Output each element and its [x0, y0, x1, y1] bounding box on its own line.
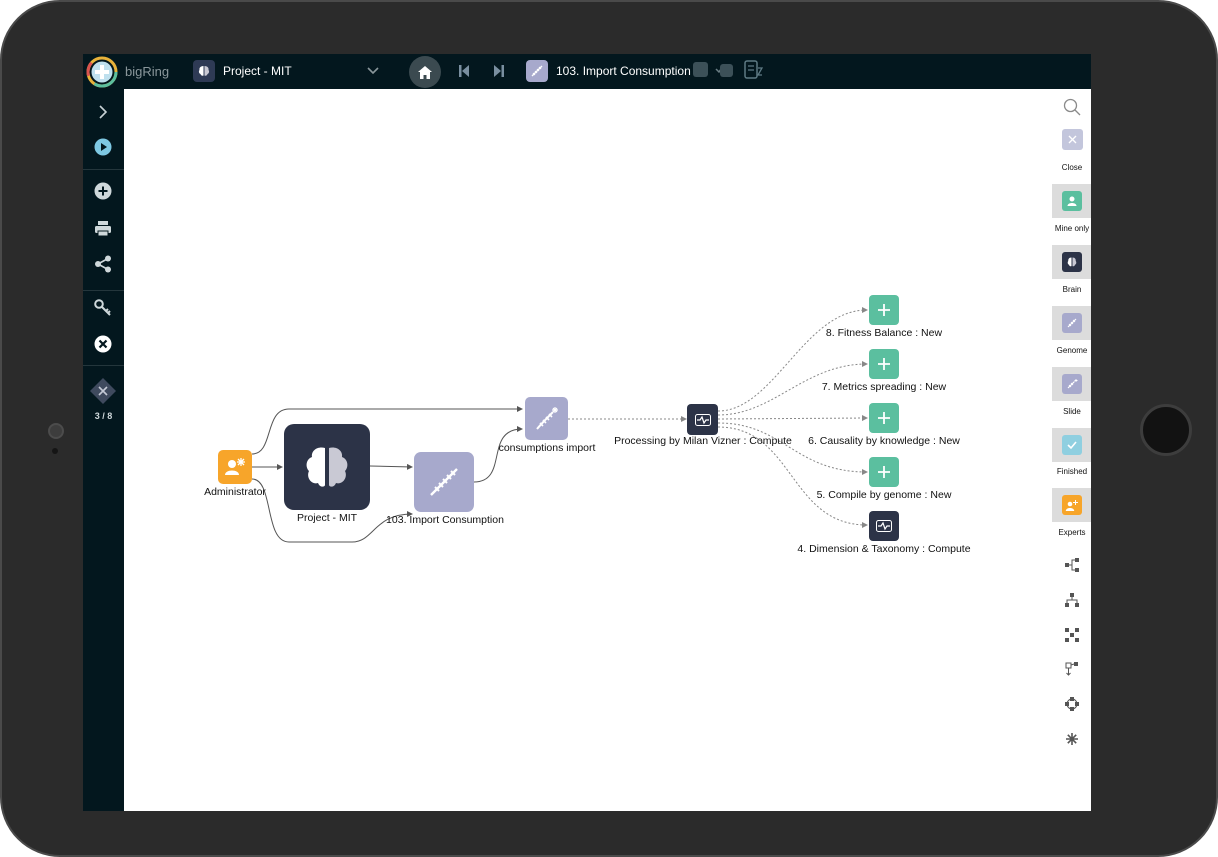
consumptions-import-node[interactable] [525, 397, 568, 440]
check-icon [1061, 435, 1082, 455]
skip-next-icon[interactable] [490, 62, 508, 80]
genome-label: Genome [1056, 346, 1088, 355]
bigring-logo-icon[interactable] [85, 55, 119, 89]
status-square-icon[interactable] [693, 62, 708, 77]
consumptions-import-label: consumptions import [498, 442, 596, 454]
experts-label: Experts [1058, 528, 1086, 537]
close-circle-icon[interactable] [93, 334, 113, 354]
layout-grid-icon[interactable] [1062, 625, 1082, 645]
close-filter-label: Close [1061, 163, 1083, 172]
top-bar: bigRing Project - MIT [83, 54, 1091, 89]
current-item-title: 103. Import Consumption [556, 64, 691, 78]
administrator-node[interactable] [218, 450, 252, 484]
front-camera [48, 423, 64, 439]
experts-filter-button[interactable] [1052, 488, 1091, 522]
administrator-label: Administrator [204, 486, 266, 498]
mine-only-label: Mine only [1054, 224, 1090, 233]
graph-edges [251, 307, 868, 543]
output-node-compile[interactable] [869, 457, 899, 487]
layout-flow-icon[interactable] [1062, 659, 1082, 679]
app-name: bigRing [125, 64, 170, 79]
key-icon[interactable] [93, 298, 113, 318]
output-label-metrics: 7. Metrics spreading : New [821, 381, 947, 393]
brain-label: Brain [1062, 285, 1082, 294]
processing-label: Processing by Milan Vizner : Compute [614, 435, 792, 447]
output-label-causality: 6. Causality by knowledge : New [808, 435, 960, 447]
play-icon[interactable] [93, 137, 113, 157]
skip-previous-icon[interactable] [455, 62, 473, 80]
print-icon[interactable] [93, 218, 113, 238]
output-label-compile: 5. Compile by genome : New [816, 489, 952, 501]
layout-tree-vertical-icon[interactable] [1062, 590, 1082, 610]
brain-icon [1061, 252, 1082, 272]
layout-tree-horizontal-icon[interactable] [1062, 555, 1082, 575]
brain-filter-button[interactable] [1052, 245, 1091, 279]
processing-node[interactable] [687, 404, 718, 435]
divider [83, 365, 124, 366]
dna-star-icon [1061, 374, 1082, 394]
output-node-causality[interactable] [869, 403, 899, 433]
search-icon[interactable] [1062, 97, 1082, 117]
project-selector-label[interactable]: Project - MIT [223, 64, 292, 78]
slide-label: Slide [1063, 407, 1081, 416]
output-node-metrics[interactable] [869, 349, 899, 379]
project-label: Project - MIT [296, 512, 358, 524]
import-consumption-label: 103. Import Consumption [386, 514, 504, 526]
close-filter-icon[interactable] [1062, 129, 1083, 150]
import-consumption-node[interactable] [414, 452, 474, 512]
home-hardware-button[interactable] [1140, 404, 1192, 456]
expert-user-icon [1061, 495, 1082, 515]
finished-filter-button[interactable] [1052, 428, 1091, 462]
mine-only-filter-button[interactable] [1052, 184, 1091, 218]
share-icon[interactable] [93, 254, 113, 274]
expand-chevron-icon[interactable] [93, 103, 113, 121]
screen: bigRing Project - MIT [83, 54, 1091, 811]
pager-text: 3 / 8 [94, 411, 113, 421]
layout-star-icon[interactable] [1062, 729, 1082, 749]
check-square-icon[interactable] [715, 62, 735, 79]
left-toolbar: 3 / 8 [83, 89, 124, 811]
home-icon[interactable] [409, 56, 441, 88]
diamond-slide-icon[interactable] [89, 377, 117, 405]
divider [83, 169, 124, 170]
add-circle-icon[interactable] [93, 181, 113, 201]
output-node-fitness[interactable] [869, 295, 899, 325]
chevron-down-icon[interactable] [365, 63, 381, 79]
calendar-sort-icon[interactable] [741, 58, 765, 82]
dna-icon [1061, 313, 1082, 333]
layout-circle-icon[interactable] [1062, 694, 1082, 714]
project-brain-node[interactable] [284, 424, 370, 510]
finished-label: Finished [1056, 467, 1088, 476]
slide-filter-button[interactable] [1052, 367, 1091, 401]
output-label-fitness: 8. Fitness Balance : New [825, 327, 943, 339]
graph-canvas[interactable]: Administrator Project - MIT 103. Import … [124, 89, 1091, 811]
camera-sensor [52, 448, 58, 454]
genome-filter-button[interactable] [1052, 306, 1091, 340]
user-icon [1061, 191, 1082, 211]
output-node-dimension[interactable] [869, 511, 899, 541]
dna-icon [526, 60, 548, 82]
brain-icon [193, 60, 215, 82]
output-label-dimension: 4. Dimension & Taxonomy : Compute [797, 543, 971, 555]
divider [83, 290, 124, 291]
